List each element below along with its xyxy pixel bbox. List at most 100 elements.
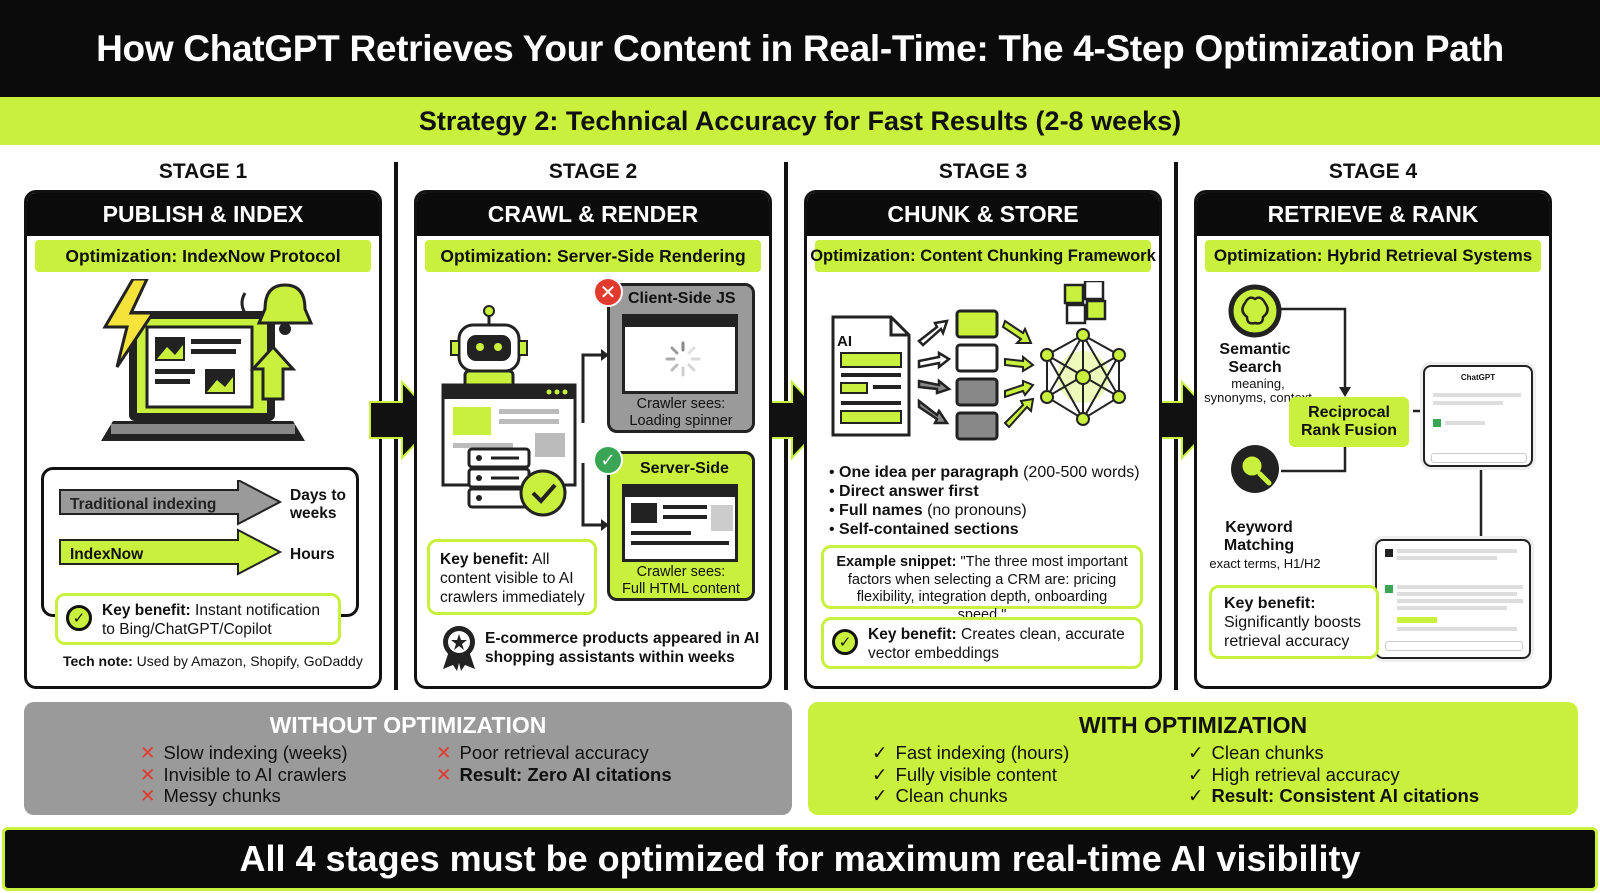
chunking-rules: • One idea per paragraph (200-500 words)…: [829, 463, 1140, 539]
semantic-search-title: Semantic Search: [1219, 341, 1291, 376]
server-side-title: Server-Side: [640, 460, 729, 477]
client-side-title: Client-Side JS: [628, 290, 736, 307]
stage-2-benefit: Key benefit: All content visible to AI c…: [427, 539, 597, 615]
traditional-time: Days to weeks: [290, 487, 346, 522]
with-list-2: ✓Clean chunks ✓High retrieval accuracy ✓…: [1188, 742, 1479, 807]
cross-icon: ✕: [140, 785, 156, 806]
stage-3-title: CHUNK & STORE: [807, 193, 1159, 236]
without-list-1: ✕Slow indexing (weeks) ✕Invisible to AI …: [140, 742, 348, 807]
chunking-rule: • One idea per paragraph (200-500 words): [829, 464, 1140, 481]
server-icon: [467, 447, 531, 509]
stage-3-optimization: Optimization: Content Chunking Framework: [810, 240, 1156, 272]
chat-answer-window: [1375, 539, 1531, 659]
footer-banner: All 4 stages must be optimized for maxim…: [2, 827, 1598, 891]
stage-3-panel: CHUNK & STORE Optimization: Content Chun…: [804, 190, 1162, 689]
check-icon: ✓: [1188, 785, 1204, 806]
speed-arrows: [59, 480, 283, 576]
brain-icon: [1228, 284, 1282, 338]
stage-4-benefit: Key benefit: Significantly boosts retrie…: [1209, 585, 1379, 659]
cross-icon: ✕: [436, 742, 452, 763]
semantic-search-sub: meaning, synonyms, context: [1204, 376, 1312, 405]
branch-arrows: [581, 349, 609, 531]
chatgpt-window: ChatGPT: [1423, 365, 1533, 467]
with-optimization-panel: WITH OPTIMIZATION ✓Fast indexing (hours)…: [808, 702, 1578, 815]
stage-2-title: CRAWL & RENDER: [417, 193, 769, 236]
with-list-1: ✓Fast indexing (hours) ✓Fully visible co…: [872, 742, 1069, 807]
keyword-matching-title: Keyword Matching: [1223, 519, 1295, 554]
retrieval-flow: [1228, 284, 1487, 551]
without-item: ✕Result: Zero AI citations: [436, 763, 672, 785]
cross-icon: ✕: [436, 763, 452, 785]
with-item: ✓Clean chunks: [872, 785, 1008, 806]
stage-1-optimization: Optimization: IndexNow Protocol: [35, 240, 371, 272]
check-icon: ✓: [832, 629, 858, 655]
check-icon: ✓: [1188, 763, 1204, 785]
stage-3-label: STAGE 3: [938, 160, 1028, 183]
magnifier-icon: [1231, 445, 1279, 493]
stage-4-panel: RETRIEVE & RANK Optimization: Hybrid Ret…: [1194, 190, 1552, 689]
stage-2-proof: E-commerce products appeared in AI shopp…: [485, 630, 760, 666]
server-side-result: Crawler sees: Full HTML content: [622, 564, 740, 597]
cross-icon: ✕: [593, 277, 623, 307]
chunking-rule: • Self-contained sections: [829, 521, 1019, 538]
example-snippet: Example snippet: "The three most importa…: [821, 545, 1143, 623]
spinner-icon: [665, 341, 701, 377]
stage-1-title: PUBLISH & INDEX: [27, 193, 379, 236]
with-item: ✓Fast indexing (hours): [872, 742, 1070, 763]
check-icon: ✓: [593, 445, 623, 475]
server-side-screen: [622, 484, 738, 562]
keyword-matching-sub: exact terms, H1/H2: [1209, 556, 1321, 571]
check-icon: ✓: [872, 763, 888, 785]
server-side-card: Server-Side Crawler sees: Full HTML cont…: [607, 451, 755, 601]
check-icon: ✓: [1188, 742, 1204, 763]
without-item: ✕Poor retrieval accuracy: [436, 742, 649, 763]
robot-server-illustration: [441, 305, 577, 517]
without-item: ✕Invisible to AI crawlers: [140, 763, 347, 785]
with-item: ✓Clean chunks: [1188, 742, 1324, 763]
reciprocal-rank-fusion: Reciprocal Rank Fusion: [1289, 397, 1409, 447]
check-icon: ✓: [66, 605, 92, 631]
stage-2-panel: CRAWL & RENDER Optimization: Server-Side…: [414, 190, 772, 689]
without-optimization-panel: WITHOUT OPTIMIZATION ✕Slow indexing (wee…: [24, 702, 792, 815]
stage-4-title: RETRIEVE & RANK: [1197, 193, 1549, 236]
stage-2-optimization: Optimization: Server-Side Rendering: [425, 240, 761, 272]
stage-3-benefit: ✓ Key benefit: Creates clean, accurate v…: [821, 617, 1143, 669]
client-side-screen: [622, 314, 738, 394]
badge-icon: [443, 626, 475, 671]
stage-1-label: STAGE 1: [158, 160, 248, 183]
stage-4-label: STAGE 4: [1328, 160, 1418, 183]
chatgpt-title: ChatGPT: [1460, 373, 1496, 382]
strategy-banner: Strategy 2: Technical Accuracy for Fast …: [0, 97, 1600, 145]
check-icon: [519, 469, 567, 517]
with-item: ✓Fully visible content: [872, 763, 1057, 785]
indexnow-label: IndexNow: [70, 546, 144, 563]
page-title: How ChatGPT Retrieves Your Content in Re…: [0, 0, 1600, 97]
chunking-rule: • Full names (no pronouns): [829, 502, 1027, 519]
without-item: ✕Slow indexing (weeks): [140, 742, 348, 763]
traditional-label: Traditional indexing: [70, 496, 217, 513]
stage-2-label: STAGE 2: [548, 160, 638, 183]
client-side-card: Client-Side JS Crawler sees: Loading spi…: [607, 283, 755, 433]
document-icon: [831, 315, 911, 437]
chunking-illustration: [831, 281, 1126, 441]
stage-1-tech-note: Tech note: Used by Amazon, Shopify, GoDa…: [63, 653, 363, 669]
with-title: WITH OPTIMIZATION: [1078, 712, 1308, 738]
puzzle-icon: [1063, 281, 1107, 325]
without-item: ✕Messy chunks: [140, 785, 281, 806]
stage-4-optimization: Optimization: Hybrid Retrieval Systems: [1205, 240, 1541, 272]
with-item: ✓High retrieval accuracy: [1188, 763, 1400, 785]
client-side-result: Crawler sees: Loading spinner: [629, 396, 733, 429]
cross-icon: ✕: [140, 763, 156, 785]
check-icon: ✓: [872, 785, 888, 806]
stage-1-benefit: ✓ Key benefit: Instant notification to B…: [55, 593, 341, 645]
robot-icon: [450, 305, 528, 391]
stage-1-panel: PUBLISH & INDEX Optimization: IndexNow P…: [24, 190, 382, 689]
document-label: AI: [837, 333, 852, 350]
check-icon: ✓: [872, 742, 888, 763]
laptop-icon: [101, 279, 314, 441]
without-list-2: ✕Poor retrieval accuracy ✕Result: Zero A…: [436, 742, 672, 785]
cross-icon: ✕: [140, 742, 156, 763]
network-icon: [1040, 328, 1126, 426]
without-title: WITHOUT OPTIMIZATION: [269, 712, 547, 738]
with-item: ✓Result: Consistent AI citations: [1188, 785, 1480, 806]
